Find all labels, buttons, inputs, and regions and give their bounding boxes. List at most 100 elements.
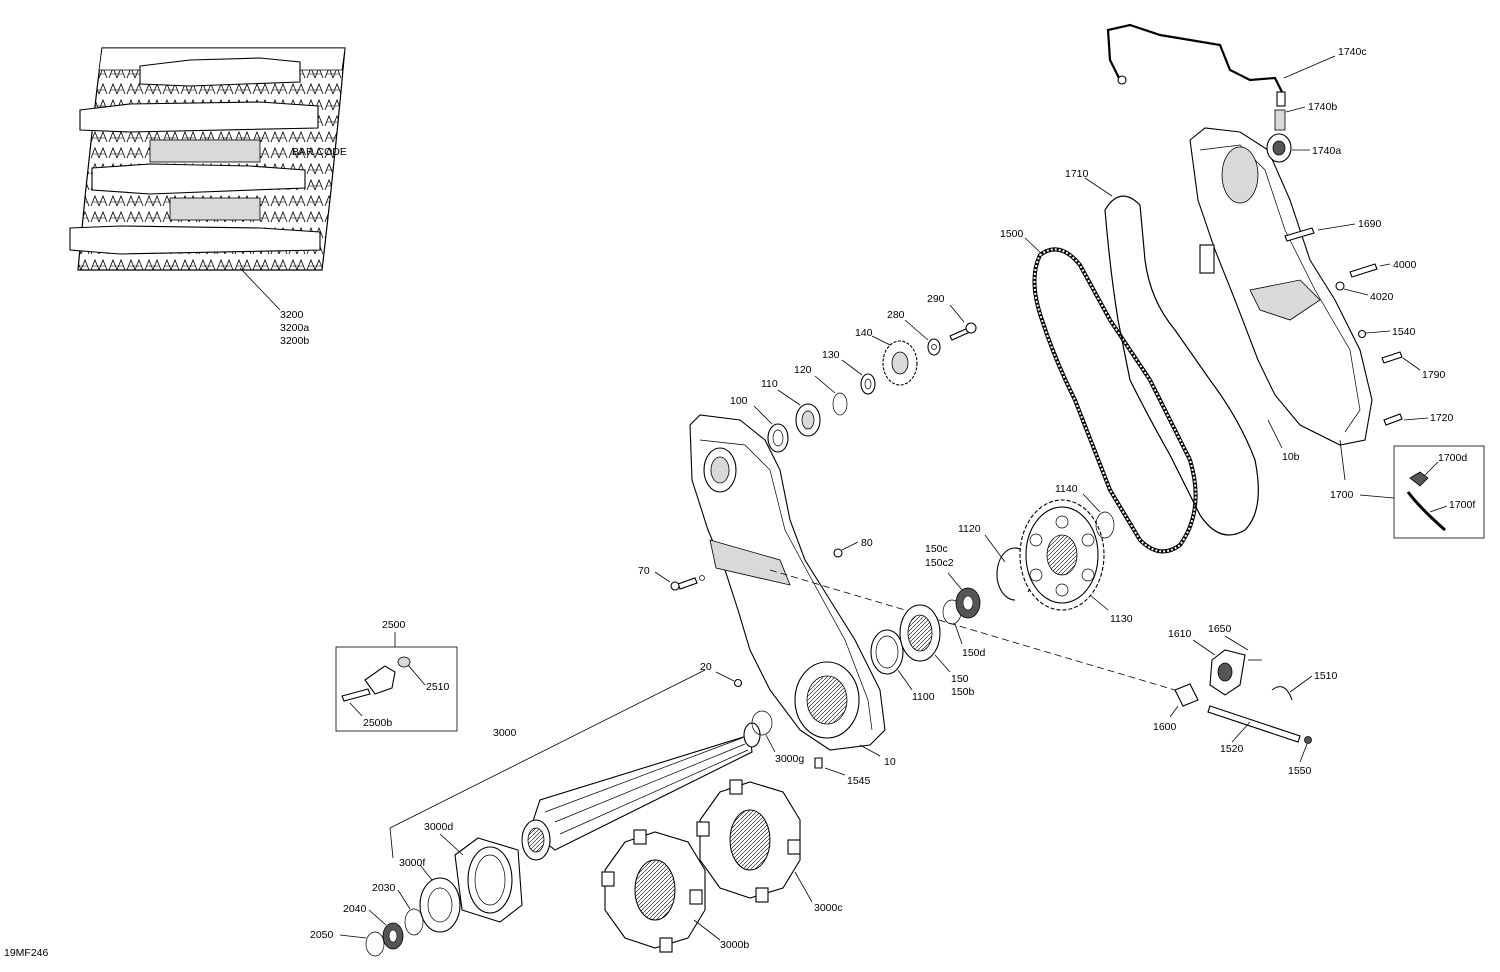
label-3000d: 3000d <box>424 821 453 833</box>
label-1700f: 1700f <box>1449 499 1475 511</box>
shaft-1520 <box>1207 705 1301 743</box>
bearing-110 <box>795 403 821 437</box>
label-150b: 150b <box>951 686 975 698</box>
plug-1545 <box>814 757 823 769</box>
label-150c: 150c <box>925 543 948 555</box>
ring-1140 <box>1095 511 1115 539</box>
label-1720: 1720 <box>1430 412 1454 424</box>
label-3000b: 3000b <box>720 939 749 951</box>
label-10b: 10b <box>1282 451 1300 463</box>
slider-1600 <box>1174 683 1199 707</box>
nut-80 <box>833 548 843 558</box>
chaincase-housing-10 <box>689 414 886 751</box>
label-1120: 1120 <box>958 523 981 535</box>
label-1100: 1100 <box>912 691 935 703</box>
label-1740b: 1740b <box>1308 101 1337 113</box>
label-3000f: 3000f <box>399 857 425 869</box>
label-130: 130 <box>822 349 840 361</box>
label-1700: 1700 <box>1330 489 1354 501</box>
label-1600: 1600 <box>1153 721 1177 733</box>
label-70: 70 <box>638 565 650 577</box>
bolt-1720 <box>1383 413 1403 426</box>
washer-280 <box>927 338 941 356</box>
label-280: 280 <box>887 309 905 321</box>
label-2500b: 2500b <box>363 717 392 729</box>
spacer-130 <box>860 373 876 395</box>
bearing-3000f <box>419 877 461 933</box>
seal-1100 <box>870 629 904 675</box>
bolt-70 <box>670 575 705 591</box>
diagram-id: 19MF246 <box>4 947 49 959</box>
clip-1550 <box>1304 736 1312 744</box>
drive-shaft-3000 <box>521 722 761 861</box>
hose-1700f <box>1406 491 1446 532</box>
bolt-20 <box>733 678 743 688</box>
track-cleats <box>69 57 321 255</box>
tensioner-1610 <box>1209 649 1246 696</box>
label-1710: 1710 <box>1065 168 1089 180</box>
gear-1130 <box>1019 499 1105 611</box>
label-3000: 3000 <box>493 727 517 739</box>
label-4020: 4020 <box>1370 291 1394 303</box>
track-bar-code-mark: BAR CODE <box>292 146 347 158</box>
label-1690: 1690 <box>1358 218 1382 230</box>
ring-2050 <box>365 931 385 957</box>
label-2510: 2510 <box>426 681 450 693</box>
flange-3000d <box>454 837 523 923</box>
label-110: 110 <box>761 378 778 390</box>
sprocket-3000c <box>696 779 801 903</box>
label-1790: 1790 <box>1422 369 1446 381</box>
label-10: 10 <box>884 756 896 768</box>
label-1650: 1650 <box>1208 623 1232 635</box>
plug-1540 <box>1357 329 1367 339</box>
label-3000c: 3000c <box>814 902 843 914</box>
label-20: 20 <box>700 661 712 673</box>
label-100: 100 <box>730 395 748 407</box>
ring-3000g <box>751 710 773 736</box>
label-3200a: 3200a <box>280 322 309 334</box>
gasket-1710 <box>1104 195 1259 536</box>
label-4000: 4000 <box>1393 259 1417 271</box>
label-1140: 1140 <box>1055 483 1078 495</box>
label-1550: 1550 <box>1288 765 1312 777</box>
bolt-1790 <box>1381 351 1403 364</box>
chain-1500 <box>1032 247 1198 554</box>
label-80: 80 <box>861 537 873 549</box>
sprocket-3000b <box>601 829 706 953</box>
label-1520: 1520 <box>1220 743 1244 755</box>
label-1740c: 1740c <box>1338 46 1367 58</box>
ring-2030 <box>404 908 424 936</box>
gear-140 <box>882 340 918 386</box>
bolt-290 <box>949 322 977 341</box>
label-140: 140 <box>855 327 873 339</box>
bolt-1690 <box>1284 227 1315 242</box>
label-3000g: 3000g <box>775 753 804 765</box>
bracket-2500-illustration <box>341 656 411 702</box>
label-150: 150 <box>951 673 969 685</box>
clip-1700d <box>1409 471 1429 487</box>
pin-1510 <box>1271 686 1293 701</box>
label-2040: 2040 <box>343 903 367 915</box>
label-2030: 2030 <box>372 882 396 894</box>
label-290: 290 <box>927 293 945 305</box>
label-1545: 1545 <box>847 775 871 787</box>
chaincase-cover-1700 <box>1189 127 1373 446</box>
nut-2040 <box>382 922 404 950</box>
callout-box-1700 <box>1393 445 1485 539</box>
sensor-1740 <box>1106 23 1292 163</box>
label-120: 120 <box>794 364 812 376</box>
label-1610: 1610 <box>1168 628 1192 640</box>
label-150c2: 150c2 <box>925 557 954 569</box>
hub-150c <box>955 587 981 619</box>
callout-box-2500 <box>335 646 458 732</box>
seal-100 <box>767 423 789 453</box>
label-3200: 3200 <box>280 309 304 321</box>
bolt-4000 <box>1349 263 1378 278</box>
label-1700d: 1700d <box>1438 452 1467 464</box>
label-1540: 1540 <box>1392 326 1416 338</box>
bearing-150 <box>899 604 941 662</box>
label-150d: 150d <box>962 647 986 659</box>
label-2050: 2050 <box>310 929 334 941</box>
track-3200-illustration: BAR CODE <box>69 47 347 271</box>
